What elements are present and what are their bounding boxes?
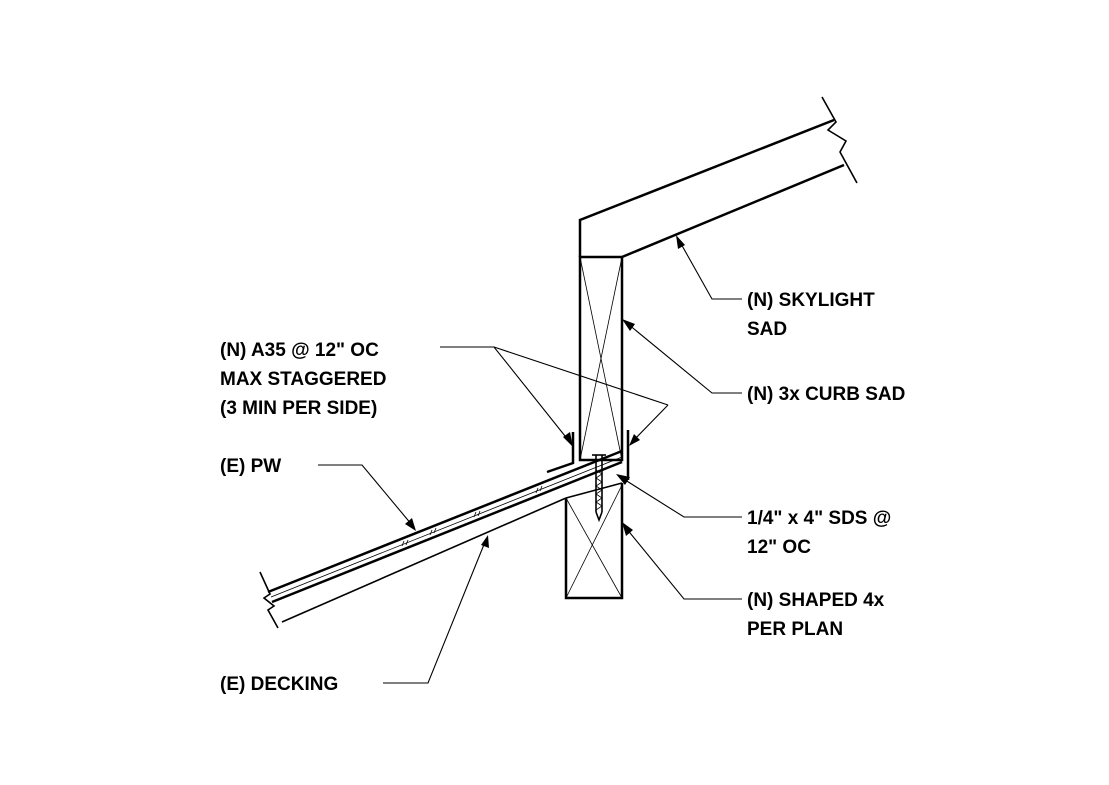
label-shaped-line2: PER PLAN [747,619,843,640]
curb-3x [578,255,624,462]
shaped-4x-blocking [564,482,624,600]
label-a35-line2: MAX STAGGERED [220,369,386,390]
label-skylight-line1: (N) SKYLIGHT [747,290,875,311]
label-pw: (E) PW [220,456,281,477]
label-sds-line2: 12" OC [747,537,811,558]
plywood-sheathing [267,449,623,604]
label-a35-line1: (N) A35 @ 12" OC [220,340,379,361]
a35-clip-left [546,432,575,474]
label-decking: (E) DECKING [220,674,338,695]
leader-curb [622,319,742,394]
leader-shaped [622,522,742,600]
leader-pw [318,464,416,531]
label-sds-line1: 1/4" x 4" SDS @ [747,508,891,529]
label-shaped-line1: (N) SHAPED 4x [747,590,885,611]
skylight-frame [578,96,858,259]
leader-sds [616,474,742,518]
label-curb: (N) 3x CURB SAD [747,384,905,405]
leader-a35 [440,346,669,447]
sds-screw [592,454,606,523]
decking [259,497,567,629]
label-skylight-line2: SAD [747,319,787,340]
leader-decking [383,535,489,684]
leader-skylight [676,235,742,300]
label-a35-line3: (3 MIN PER SIDE) [220,398,377,419]
